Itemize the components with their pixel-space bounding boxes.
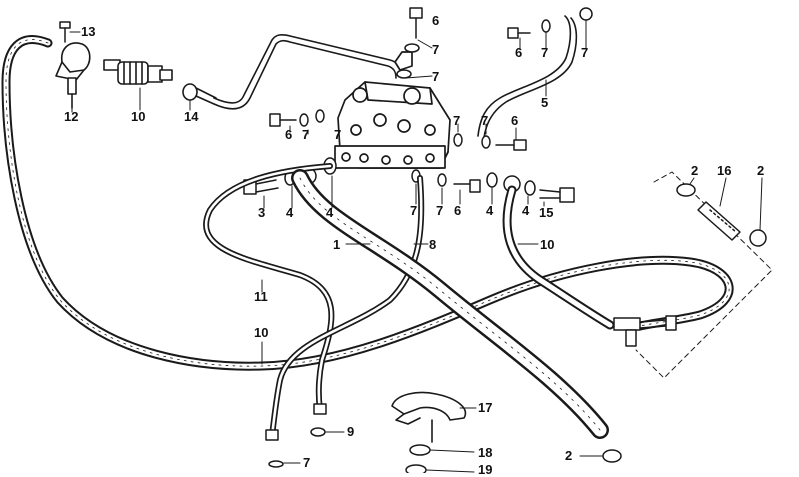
callout-7: 7 [432,42,440,57]
washer-9 [310,427,326,437]
callout-4: 4 [522,203,530,218]
bolt-6-right [495,139,527,151]
valve-10 [103,59,173,85]
callout-10: 10 [540,237,555,252]
callout-10: 10 [131,109,146,124]
clamp-2-kit-b [749,229,767,247]
hose-11 [203,163,335,413]
hose-16 [697,201,741,241]
clamp-17 [391,391,467,443]
callout-7: 7 [436,203,444,218]
leader-lines [69,19,763,473]
callout-6: 6 [432,13,440,28]
callout-2: 2 [691,163,699,178]
callout-6: 6 [511,113,519,128]
seal-7-top-b [396,69,412,79]
washer-18 [409,444,431,456]
callout-10: 10 [254,325,269,340]
line-8 [269,175,425,439]
callout-4: 4 [286,205,294,220]
bolt-15 [539,187,575,203]
hose-10-right [502,185,615,330]
callout-7: 7 [410,203,418,218]
washer-7-bottom [268,460,284,468]
callout-7: 7 [581,45,589,60]
clamp-12 [55,42,91,109]
seal-7-left-b [315,109,325,123]
callout-16: 16 [717,163,732,178]
seal-7-right-a [541,19,551,33]
callout-8: 8 [429,237,437,252]
bolt-6-lower [453,179,481,193]
bolt-6-right-top [507,27,531,39]
washer-19 [405,464,427,473]
clamp-2-bottom [602,449,622,463]
t-piece [613,315,677,347]
callout-7: 7 [302,127,310,142]
callout-11: 11 [254,289,268,304]
callout-6: 6 [515,45,523,60]
callout-7: 7 [481,113,489,128]
hose-end-fittings [265,403,327,441]
bolt-6-left [269,113,297,127]
bolt-13 [59,21,71,43]
bolt-6-top [409,7,423,39]
callout-14: 14 [184,109,199,124]
callout-4: 4 [326,205,334,220]
hose-10-long [1,35,734,371]
callout-2: 2 [757,163,765,178]
seal-7-left-a [299,113,309,127]
callout-13: 13 [81,24,96,39]
callout-2: 2 [565,448,573,463]
hose-1 [291,169,609,439]
seal-7-lower [411,169,447,187]
callout-3: 3 [258,205,266,220]
kit-box-outline [635,171,773,379]
callout-12: 12 [64,109,79,124]
callout-6: 6 [285,127,293,142]
callout-19: 19 [478,462,493,477]
callout-15: 15 [539,205,554,220]
callout-6: 6 [454,203,462,218]
callout-4: 4 [486,203,494,218]
callout-17: 17 [478,400,493,415]
callout-18: 18 [478,445,493,460]
regulator-body [334,51,451,169]
seal-7-right-c [453,133,491,149]
clamp-2-kit-a [676,183,696,197]
callout-1: 1 [333,237,341,252]
pipe-5 [477,15,578,139]
seal-7-top-a [404,43,420,53]
callout-7: 7 [334,127,342,142]
callout-7: 7 [303,455,311,470]
callout-7: 7 [541,45,549,60]
callout-7: 7 [453,113,461,128]
callout-9: 9 [347,424,355,439]
seal-7-right-b [579,7,593,21]
callout-7: 7 [432,69,440,84]
callout-5: 5 [541,95,549,110]
fitting-14 [182,83,217,105]
